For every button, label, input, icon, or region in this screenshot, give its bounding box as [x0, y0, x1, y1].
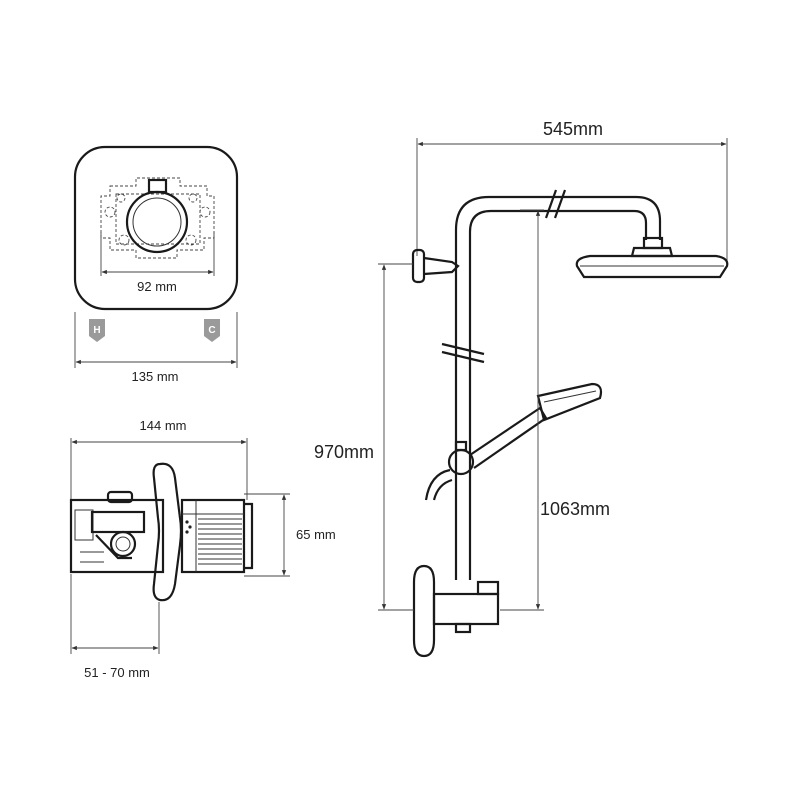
- front-plate-view: 92 mm H C 135 mm: [73, 145, 239, 384]
- hot-badge: H: [89, 319, 105, 342]
- valve-depth-label: 51 - 70 mm: [84, 665, 150, 680]
- riser-height-label: 970mm: [314, 442, 374, 462]
- concealed-valve-body: [69, 490, 165, 574]
- cold-badge-label: C: [208, 325, 215, 336]
- wall-plate: [73, 145, 239, 311]
- wall-plate-profile: [152, 462, 183, 602]
- riser-width-label: 545mm: [543, 119, 603, 139]
- slider-and-handset: [424, 382, 603, 501]
- riser-pipe: [454, 195, 662, 580]
- shower-riser-view: 545mm: [314, 119, 729, 658]
- overhead-shower-head: [575, 236, 729, 279]
- wall-bracket: [411, 248, 460, 284]
- hot-badge-label: H: [93, 325, 100, 336]
- head-height-label: 1063mm: [540, 499, 610, 519]
- control-knob: [180, 498, 254, 574]
- valve-body-outline: [100, 177, 215, 259]
- plate-width-label: 135 mm: [132, 369, 179, 384]
- valve-side-view: 144 mm: [69, 418, 336, 680]
- cold-badge: C: [204, 319, 220, 342]
- knob-grip-ridges: [198, 518, 242, 565]
- plate-inner-width-label: 92 mm: [137, 279, 177, 294]
- riser-mixer-valve: [412, 564, 500, 658]
- valve-width-label: 144 mm: [140, 418, 187, 433]
- valve-height-label: 65 mm: [296, 527, 336, 542]
